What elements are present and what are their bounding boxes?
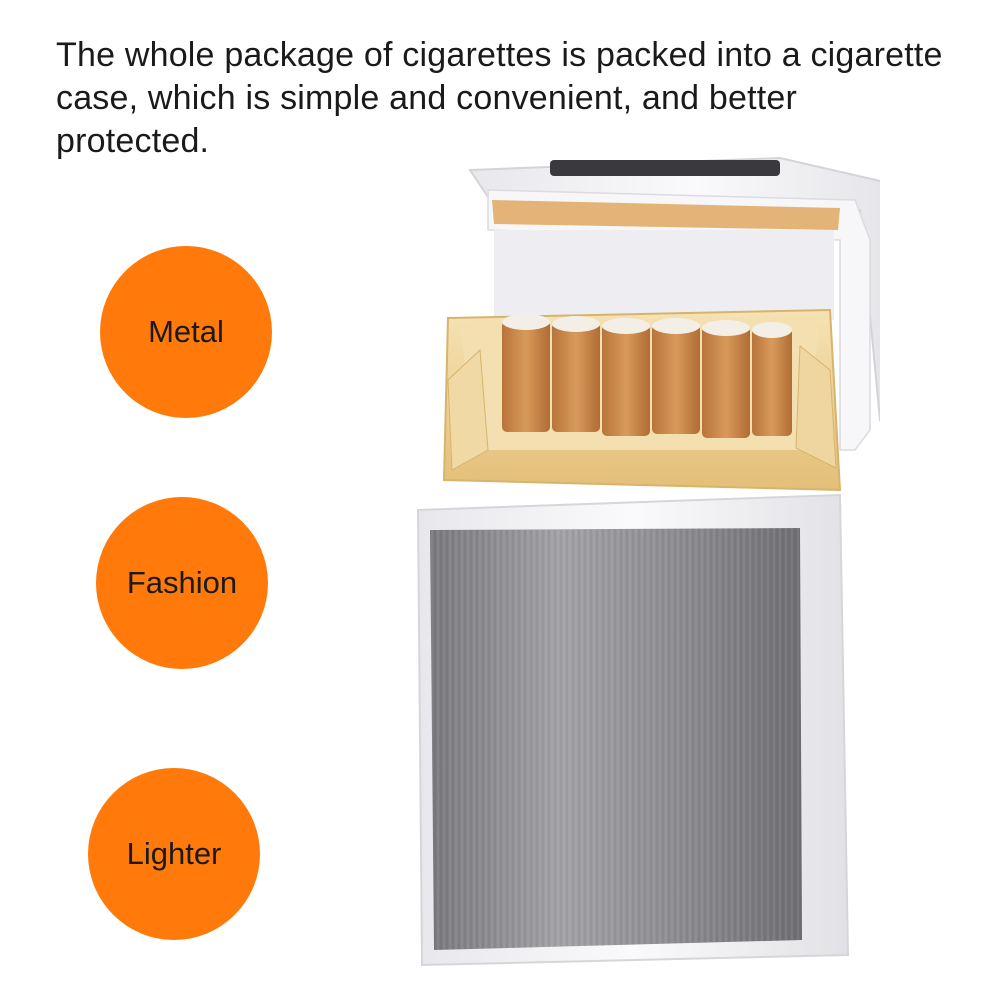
headline-text: The whole package of cigarettes is packe…: [56, 36, 943, 160]
cigarette-case-photo: [400, 150, 880, 980]
badge-metal: Metal: [100, 246, 272, 418]
badge-fashion-label: Fashion: [126, 565, 238, 600]
cigarette-tray: [442, 308, 842, 492]
cigarette-case-illustration: [416, 156, 880, 967]
case-lid: [468, 156, 880, 451]
badge-metal-label: Metal: [148, 314, 224, 349]
badge-lighter-label: Lighter: [126, 836, 222, 871]
badge-lighter: Lighter: [88, 768, 260, 940]
badge-fashion: Fashion: [96, 497, 268, 669]
brushed-metal-panel: [430, 528, 802, 950]
cigarette-filters: [502, 314, 792, 438]
